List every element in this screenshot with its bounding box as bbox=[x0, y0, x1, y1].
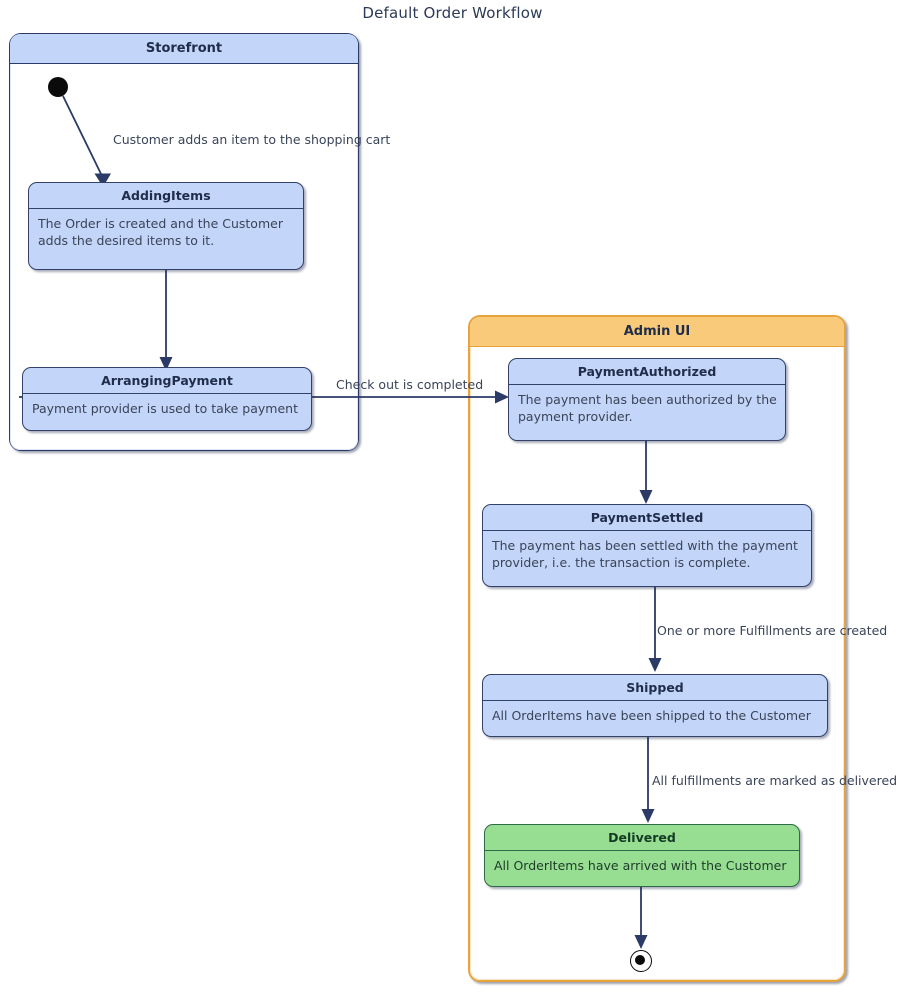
state-adding-items-title: AddingItems bbox=[29, 183, 303, 209]
composite-state-admin-ui-label: Admin UI bbox=[470, 317, 844, 347]
transition-label-fulfillments-delivered: All fulfillments are marked as delivered bbox=[652, 773, 898, 788]
transition-label-fulfillments-created: One or more Fulfillments are created bbox=[657, 623, 888, 638]
state-arranging-payment-title: ArrangingPayment bbox=[23, 368, 311, 394]
state-payment-authorized[interactable]: PaymentAuthorized The payment has been a… bbox=[508, 358, 786, 441]
composite-state-storefront-label: Storefront bbox=[10, 34, 358, 64]
initial-state-node[interactable] bbox=[48, 77, 68, 97]
final-state-node[interactable] bbox=[630, 950, 652, 972]
state-delivered[interactable]: Delivered All OrderItems have arrived wi… bbox=[484, 824, 800, 887]
state-adding-items-description: The Order is created and the Customer ad… bbox=[38, 216, 283, 248]
state-adding-items[interactable]: AddingItems The Order is created and the… bbox=[28, 182, 304, 270]
state-payment-settled-description: The payment has been settled with the pa… bbox=[492, 538, 798, 570]
state-shipped-description: All OrderItems have been shipped to the … bbox=[492, 708, 811, 723]
state-payment-settled-title: PaymentSettled bbox=[483, 505, 811, 531]
diagram-title: Default Order Workflow bbox=[362, 4, 543, 22]
state-payment-authorized-description: The payment has been authorized by the p… bbox=[518, 392, 777, 424]
transition-label-check-out-completed: Check out is completed bbox=[336, 377, 484, 392]
transition-label-customer-adds-item: Customer adds an item to the shopping ca… bbox=[113, 132, 391, 147]
state-shipped[interactable]: Shipped All OrderItems have been shipped… bbox=[482, 674, 828, 737]
state-delivered-description: All OrderItems have arrived with the Cus… bbox=[494, 858, 787, 873]
state-shipped-title: Shipped bbox=[483, 675, 827, 701]
state-delivered-title: Delivered bbox=[485, 825, 799, 851]
state-payment-authorized-title: PaymentAuthorized bbox=[509, 359, 785, 385]
state-arranging-payment-description: Payment provider is used to take payment bbox=[32, 401, 298, 416]
state-arranging-payment[interactable]: ArrangingPayment Payment provider is use… bbox=[22, 367, 312, 431]
state-payment-settled[interactable]: PaymentSettled The payment has been sett… bbox=[482, 504, 812, 587]
